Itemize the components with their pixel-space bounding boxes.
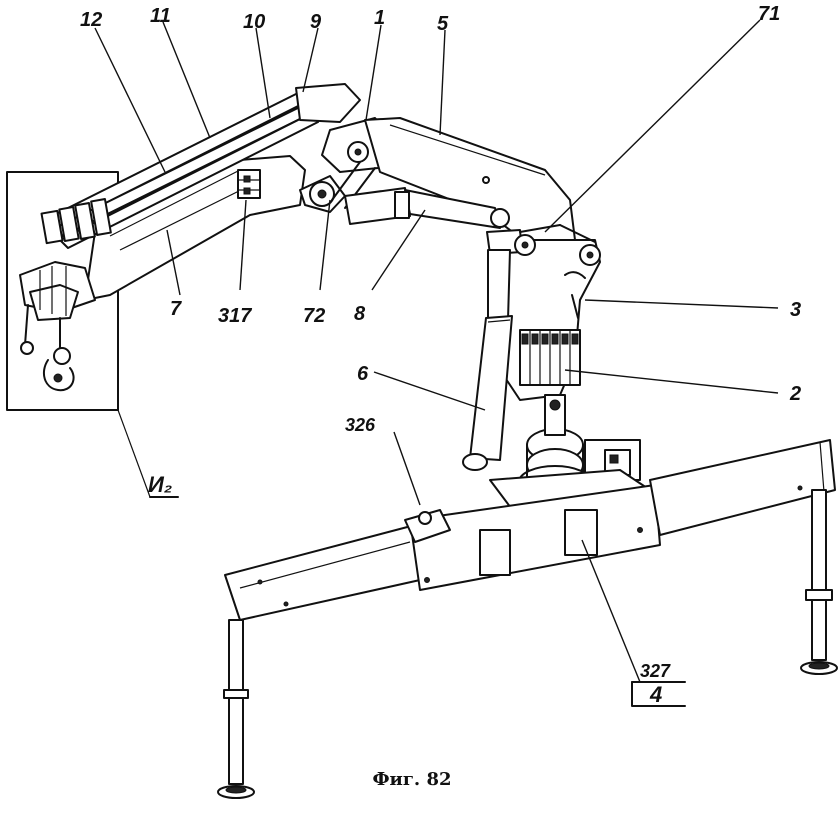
callout-8: 8 <box>354 303 366 325</box>
leader-lines <box>94 19 779 707</box>
callout-3: 3 <box>790 299 801 321</box>
callout-317: 317 <box>218 305 252 327</box>
callout-6: 6 <box>357 363 369 385</box>
callout-7: 7 <box>170 298 182 320</box>
main-boom <box>364 117 576 246</box>
callout-4: 4 <box>649 682 662 707</box>
callout-i2: И₂ <box>148 472 172 497</box>
telescopic-boom <box>19 83 361 392</box>
callout-2: 2 <box>789 383 801 405</box>
callout-1: 1 <box>374 7 385 29</box>
callout-5: 5 <box>437 13 449 35</box>
lift-cylinder <box>462 249 513 471</box>
figure-caption: Фиг. 82 <box>372 769 451 790</box>
callout-12: 12 <box>80 9 102 31</box>
outrigger-beam <box>217 439 838 799</box>
callout-10: 10 <box>243 11 265 33</box>
callout-9: 9 <box>310 11 322 33</box>
control-valve-block <box>519 329 581 386</box>
callout-326: 326 <box>345 415 376 435</box>
callout-327: 327 <box>640 661 671 681</box>
boom-cylinder <box>344 187 510 229</box>
detail-frame-i2 <box>6 171 179 498</box>
callout-71: 71 <box>758 3 780 25</box>
callout-72: 72 <box>303 305 325 327</box>
callout-labels: 12 11 10 9 1 5 71 7 317 72 8 3 6 2 326 И… <box>80 3 801 707</box>
callout-11: 11 <box>150 5 171 27</box>
